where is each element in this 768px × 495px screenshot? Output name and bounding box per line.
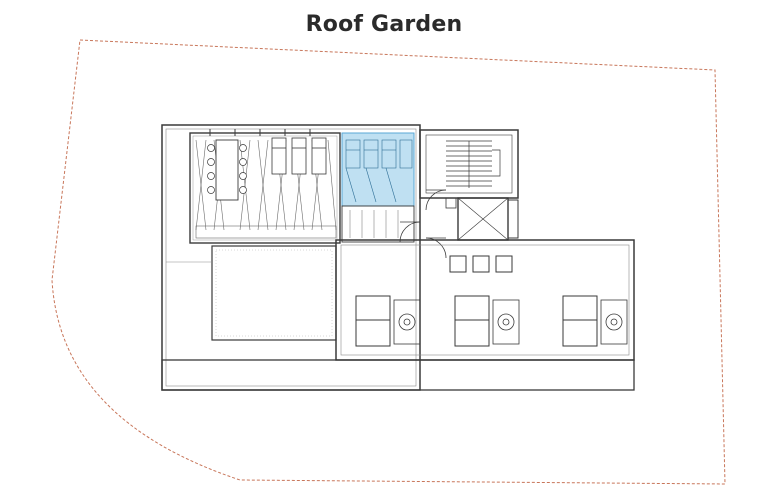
plant-area (335, 239, 635, 361)
stair-icon (419, 129, 519, 199)
fan-unit-icon (393, 299, 628, 345)
elevator-icon (445, 197, 519, 241)
site-boundary (51, 39, 726, 485)
page-title: Roof Garden (305, 12, 463, 37)
door-swing-icon (399, 189, 447, 259)
ac-unit-icon (355, 295, 598, 347)
terrace-area (166, 245, 337, 341)
highlighted-room (341, 132, 415, 243)
covered-room (189, 129, 341, 244)
